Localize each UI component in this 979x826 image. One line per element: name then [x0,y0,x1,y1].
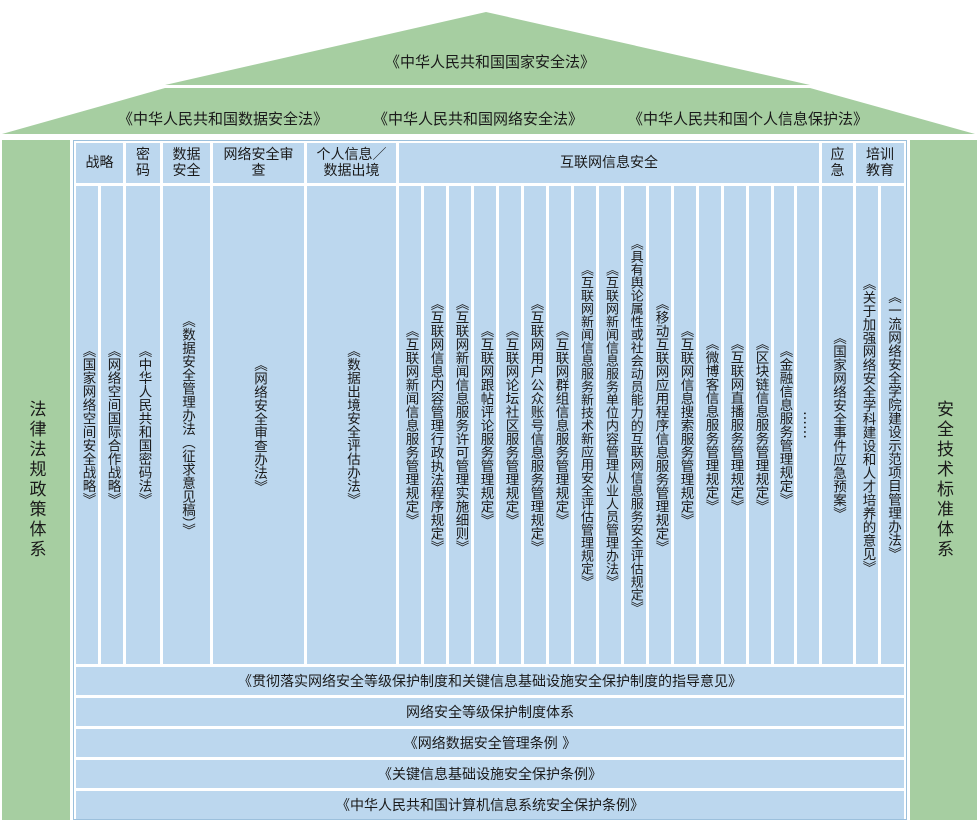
roof-law-data-security: 《中华人民共和国数据安全法》 [118,110,329,128]
doc-title: 《中华人民共和国密码法》 [135,344,152,506]
category-strategy: 战略 [76,143,123,183]
doc-title: 《移动互联网应用程序信息服务管理规定》 [652,296,669,554]
doc-column: 《互联网新闻信息服务许可管理实施细则》 [449,186,471,664]
doc-title: 《互联网新闻信息服务管理规定》 [402,323,419,527]
doc-column: 《互联网新闻信息服务单位内容管理从业人员管理办法》 [599,186,621,664]
roof-middle-laws: 《中华人民共和国数据安全法》 《中华人民共和国网络安全法》 《中华人民共和国个人… [118,109,868,129]
doc-column: 《关于加强网络安全学科建设和人才培养的意见》 [856,186,878,664]
doc-title: 《数据出境安全评估办法》 [344,344,360,506]
right-pillar: 安全技术标准体系 [910,140,977,820]
right-pillar-label: 安全技术标准体系 [933,400,953,560]
doc-column: 《互联网新闻信息服务新技术新应用安全评估管理规定》 [574,186,596,664]
roof-law-personal-info: 《中华人民共和国个人信息保护法》 [627,110,868,128]
category-emergency-label: 应急 [830,147,845,179]
doc-column: 《中华人民共和国密码法》 [126,186,160,664]
doc-title: 《区块链信息服务管理规定》 [752,337,769,513]
foundation-bar-computer-info: 《中华人民共和国计算机信息系统安全保护条例》 [76,791,904,819]
doc-column: 《互联网群组信息服务管理规定》 [549,186,571,664]
doc-title: 《互联网信息搜索服务管理规定》 [677,323,694,527]
category-data-security: 数据安全 [163,143,210,183]
doc-column: 《微博客信息服务管理规定》 [699,186,721,664]
doc-title: 《互联网信息内容管理行政执法程序规定》 [427,296,444,554]
doc-title: 《互联网论坛社区服务管理规定》 [502,323,519,527]
doc-title: 《互联网用户公众账号信息服务管理规定》 [527,296,544,554]
category-data-security-label: 数据安全 [172,147,201,179]
doc-column: 《网络空间国际合作战略》 [101,186,123,664]
foundation-bar-critical-infra: 《关键信息基础设施安全保护条例》 [76,760,904,788]
doc-title: 《金融信息服务管理规定》 [776,344,793,506]
left-pillar: 法律法规政策体系 [2,140,70,820]
left-pillar-label: 法律法规政策体系 [25,400,46,560]
doc-column: 《国家网络安全事件应急预案》 [822,186,853,664]
doc-column: 《一流网络安全学院建设示范项目管理办法》 [881,186,904,664]
doc-column: 《互联网论坛社区服务管理规定》 [499,186,521,664]
doc-title: 《互联网直播服务管理规定》 [727,337,744,513]
category-cryptography: 密码 [126,143,160,183]
doc-column: 《数据安全管理办法（征求意见稿）》 [163,186,210,664]
roof-top-law: 《中华人民共和国国家安全法》 [384,53,595,71]
category-personal-info: 个人信息／数据出境 [307,143,396,183]
roof-law-cybersecurity: 《中华人民共和国网络安全法》 [372,110,583,128]
doc-column: 《互联网信息搜索服务管理规定》 [674,186,696,664]
doc-title: 《互联网群组信息服务管理规定》 [552,323,569,527]
doc-column: 《互联网信息内容管理行政执法程序规定》 [424,186,446,664]
doc-column: 《移动互联网应用程序信息服务管理规定》 [649,186,671,664]
doc-column: …… [797,186,819,664]
doc-title: 《微博客信息服务管理规定》 [702,337,719,513]
doc-title: 《具有舆论属性或社会动员能力的互联网信息服务安全评估规定》 [627,236,643,614]
roof-shape [2,12,975,134]
doc-column: 《网络安全审查办法》 [213,186,304,664]
doc-title: 《关于加强网络安全学科建设和人才培养的意见》 [859,276,876,574]
category-internet-info-security: 互联网信息安全 [399,143,819,183]
foundation-bar-level-protection: 网络安全等级保护制度体系 [76,698,904,726]
foundation-bar-network-data: 《网络数据安全管理条例 》 [76,729,904,757]
doc-title: 《国家网络空间安全战略》 [79,344,96,506]
doc-column: 《金融信息服务管理规定》 [774,186,794,664]
doc-title: 《互联网新闻信息服务新技术新应用安全评估管理规定》 [578,262,593,588]
category-network-review: 网络安全审查 [213,143,304,183]
foundation-bar-guidance: 《贯彻落实网络安全等级保护制度和关键信息基础设施安全保护制度的指导意见》 [76,667,904,695]
doc-title: 《国家网络安全事件应急预案》 [830,330,846,520]
category-training-label: 培训教育 [866,147,894,179]
doc-title: 《网络安全审查办法》 [251,357,267,493]
category-cryptography-label: 密码 [136,147,150,179]
doc-column: 《互联网新闻信息服务管理规定》 [399,186,421,664]
category-personal-info-label: 个人信息／数据出境 [316,147,387,179]
doc-ellipsis: …… [800,411,816,439]
doc-title: 《互联网跟帖评论服务管理规定》 [477,323,494,527]
doc-column: 《数据出境安全评估办法》 [307,186,396,664]
doc-column: 《互联网直播服务管理规定》 [724,186,746,664]
category-training: 培训教育 [856,143,904,183]
doc-column: 《具有舆论属性或社会动员能力的互联网信息服务安全评估规定》 [624,186,646,664]
doc-column: 《国家网络空间安全战略》 [76,186,98,664]
doc-title: 《网络空间国际合作战略》 [104,344,121,506]
doc-column: 《互联网跟帖评论服务管理规定》 [474,186,496,664]
doc-column: 《区块链信息服务管理规定》 [749,186,771,664]
doc-title: 《互联网新闻信息服务许可管理实施细则》 [452,296,469,554]
doc-title: 《一流网络安全学院建设示范项目管理办法》 [885,290,901,560]
doc-column: 《互联网用户公众账号信息服务管理规定》 [524,186,546,664]
doc-title: 《数据安全管理办法（征求意见稿）》 [179,313,195,537]
category-emergency: 应急 [822,143,853,183]
doc-title: 《互联网新闻信息服务单位内容管理从业人员管理办法》 [603,262,618,588]
category-network-review-label: 网络安全审查 [223,147,294,179]
